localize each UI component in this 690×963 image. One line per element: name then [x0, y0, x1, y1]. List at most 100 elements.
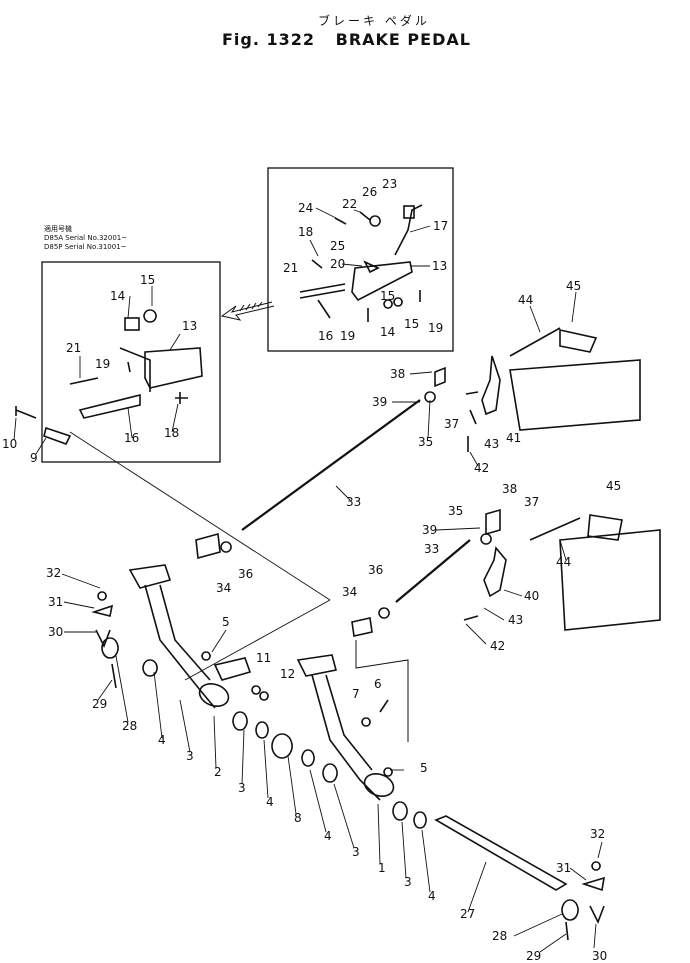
callout-41: 41 [506, 431, 521, 445]
callout-12: 12 [280, 667, 295, 681]
callout-32-left: 32 [46, 566, 61, 580]
callout-45-lower: 45 [606, 479, 621, 493]
upper-inset-parts [299, 204, 423, 322]
callout-33-lower: 33 [424, 542, 439, 556]
upper-detail-box [267, 167, 454, 352]
right-pedal [296, 654, 395, 801]
callout-4-b: 4 [266, 795, 274, 809]
left-detail-box [41, 261, 221, 463]
callout-labels: 24 22 26 23 17 18 25 20 13 21 15 14 15 1… [2, 177, 621, 963]
detail-arrow [220, 301, 275, 321]
callout-21-upper: 21 [283, 261, 298, 275]
left-pedal [128, 564, 252, 709]
callout-19-upper-a: 19 [340, 329, 355, 343]
callout-29-left: 29 [92, 697, 107, 711]
callout-2: 2 [214, 765, 222, 779]
callout-13-left: 13 [182, 319, 197, 333]
callout-35-lower: 35 [448, 504, 463, 518]
callout-39-upper: 39 [372, 395, 387, 409]
callout-5-right: 5 [420, 761, 428, 775]
callout-36-right: 36 [368, 563, 383, 577]
callout-29-right: 29 [526, 949, 541, 963]
callout-30-left: 30 [48, 625, 63, 639]
callout-18-upper: 18 [298, 225, 313, 239]
callout-17: 17 [433, 219, 448, 233]
callout-31-left: 31 [48, 595, 63, 609]
callout-15-upper-b: 15 [404, 317, 419, 331]
callout-43-lower: 43 [508, 613, 523, 627]
callout-45-upper: 45 [566, 279, 581, 293]
applicability-note: 適用号機 D85A Serial No.32001~ D85P Serial N… [44, 225, 127, 252]
callout-40: 40 [524, 589, 539, 603]
upper-right-linkage [424, 327, 641, 452]
callout-35-upper: 35 [418, 435, 433, 449]
callout-42-lower: 42 [490, 639, 505, 653]
callout-3-c: 3 [352, 845, 360, 859]
callout-3-b: 3 [238, 781, 246, 795]
callout-4-d: 4 [428, 889, 436, 903]
callout-36-left: 36 [238, 567, 253, 581]
callout-19-left: 19 [95, 357, 110, 371]
pedal-shaft [434, 815, 568, 891]
callout-11: 11 [256, 651, 271, 665]
callout-34-left: 34 [216, 581, 231, 595]
callout-9: 9 [30, 451, 38, 465]
callout-14-left: 14 [110, 289, 125, 303]
japanese-title: ブレーキ ペダル [318, 14, 430, 28]
figure-name: BRAKE PEDAL [335, 30, 471, 49]
callout-44-upper: 44 [518, 293, 533, 307]
callout-8: 8 [294, 811, 302, 825]
callout-15-left: 15 [140, 273, 155, 287]
callout-13-upper: 13 [432, 259, 447, 273]
callout-38-upper: 38 [390, 367, 405, 381]
callout-39-lower: 39 [422, 523, 437, 537]
callout-27: 27 [460, 907, 475, 921]
upper-rod [241, 399, 421, 531]
callout-32-right: 32 [590, 827, 605, 841]
callout-43-upper: 43 [484, 437, 499, 451]
callout-33-upper: 33 [346, 495, 361, 509]
callout-5-left: 5 [222, 615, 230, 629]
applicability-heading: 適用号機 [44, 225, 72, 233]
callout-37-lower: 37 [524, 495, 539, 509]
callout-4-c: 4 [324, 829, 332, 843]
applicability-line-1: D85A Serial No.32001~ [44, 234, 128, 242]
callout-14-upper: 14 [380, 325, 395, 339]
callout-28-right: 28 [492, 929, 507, 943]
callout-31-right: 31 [556, 861, 571, 875]
callout-28-left: 28 [122, 719, 137, 733]
lower-right-linkage [463, 508, 661, 631]
callout-leaders [13, 207, 603, 953]
applicability-line-2: D85P Serial No.31001~ [44, 243, 127, 251]
callout-34-right: 34 [342, 585, 357, 599]
callout-3-d: 3 [404, 875, 412, 889]
callout-6: 6 [374, 677, 382, 691]
callout-16-upper: 16 [318, 329, 333, 343]
callout-30-right: 30 [592, 949, 607, 963]
bushings [101, 637, 579, 941]
callout-37-upper: 37 [444, 417, 459, 431]
callout-20: 20 [330, 257, 345, 271]
callout-23: 23 [382, 177, 397, 191]
callout-3-a: 3 [186, 749, 194, 763]
callout-15-upper: 15 [380, 289, 395, 303]
lower-rod [395, 539, 471, 603]
callout-24: 24 [298, 201, 313, 215]
callout-18-left: 18 [164, 426, 179, 440]
callout-44-lower: 44 [556, 555, 571, 569]
callout-7: 7 [352, 687, 360, 701]
callout-19-upper-b: 19 [428, 321, 443, 335]
callout-42-upper: 42 [474, 461, 489, 475]
figure-title: Fig. 1322 BRAKE PEDAL [222, 30, 485, 49]
callout-22: 22 [342, 197, 357, 211]
callout-38-lower: 38 [502, 482, 517, 496]
callout-26: 26 [362, 185, 377, 199]
left-inset-parts [69, 309, 203, 419]
callout-1: 1 [378, 861, 386, 875]
callout-4-a: 4 [158, 733, 166, 747]
figure-number: Fig. 1322 [222, 30, 316, 49]
callout-21-left: 21 [66, 341, 81, 355]
callout-25: 25 [330, 239, 345, 253]
callout-10: 10 [2, 437, 17, 451]
